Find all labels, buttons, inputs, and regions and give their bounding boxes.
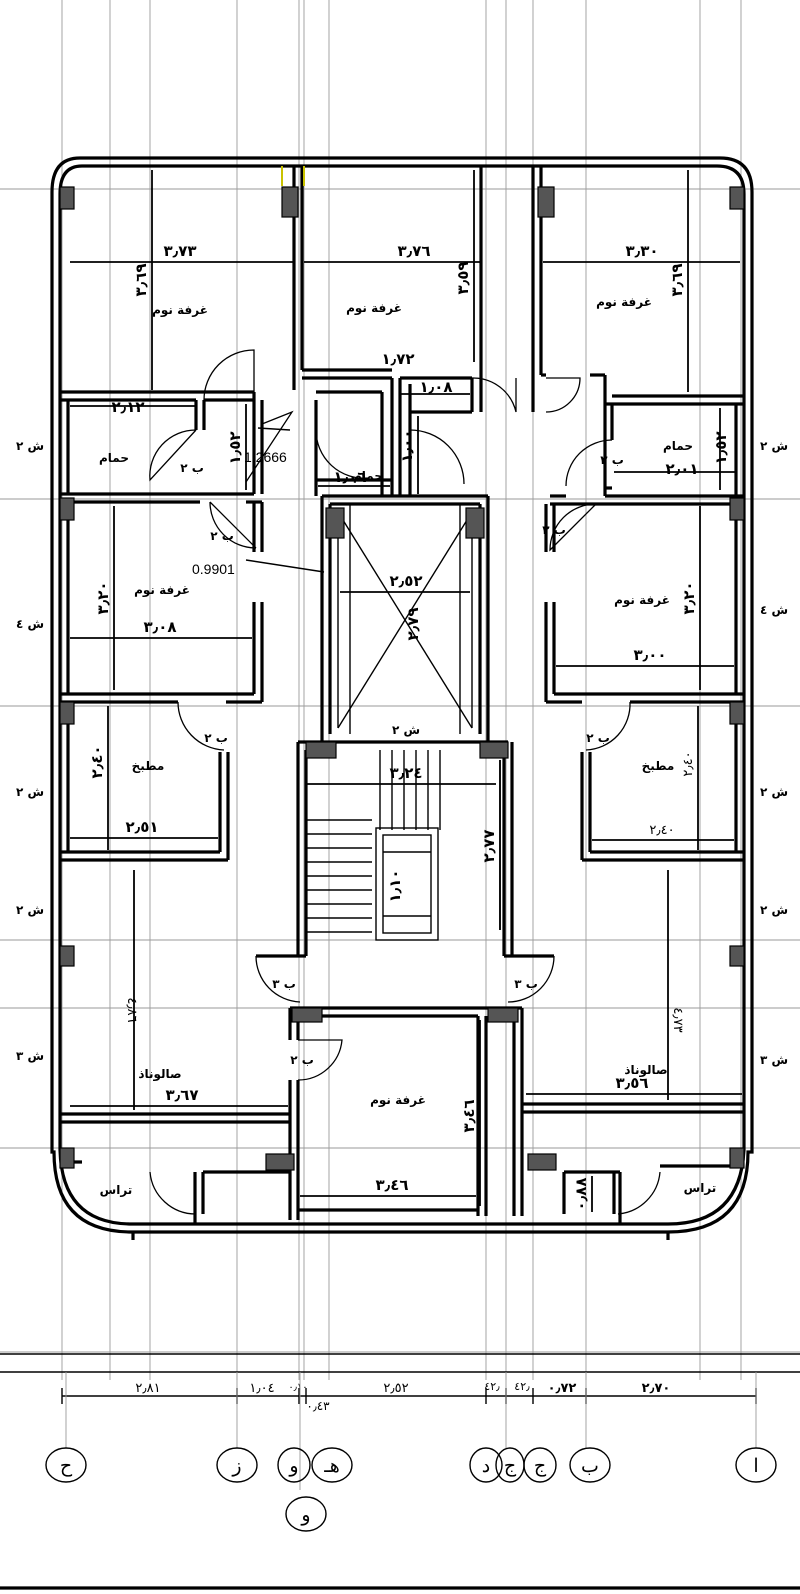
dim-bed-bottom-w: ٣٫٤٦ [375,1176,408,1194]
bottom-dim-7: ٤٢٫ [514,1380,530,1393]
dim-elevator-h: ٢٫٧٩ [404,607,422,640]
room-name-kitchen-left: مطبخ [132,759,165,773]
dim-bed-top-left-w: ٣٫٧٣ [163,242,196,260]
bottom-dim-6: ٤٢٫ [484,1380,500,1393]
dim-bed-mid-left-h: ٣٫٢٠ [94,581,112,614]
room-name-terrace-right: تراس [684,1181,717,1195]
axis-label-h: هـ [323,1455,340,1477]
room-name-bed-mid-left: غرفة نوم [134,583,190,598]
room-name-wc-mid: حمام [353,469,383,484]
room-name-bath-left: حمام [99,451,129,466]
axis-label-z: ز [231,1455,241,1477]
room-name-salon-left: صالوناذ [138,1067,181,1082]
window-tag: ش ٢ [16,785,44,799]
dim-salon-left-h: ٤٫٨٦ [124,997,139,1022]
axis-label-b: ب [581,1455,599,1477]
door-tag: ب ٢ [600,453,624,467]
window-tag: ش ٢ [760,903,788,917]
window-tag: ش ٤ [16,617,44,631]
dim-wc-mid-d: ١٫٠٠ [398,429,416,462]
elevator-window-label: ش ٢ [392,723,420,737]
dim-bed-top-left-h: ٣٫٦٩ [132,263,150,296]
bottom-dim-8: ٠٫٧٢ [548,1381,577,1396]
window-tag: ش ٢ [760,785,788,799]
axis-label-ha: ح [60,1455,73,1477]
window-tag: ش ٢ [16,439,44,453]
door-tag: ب ٢ [180,461,204,475]
room-name-salon-right: صالوناذ [624,1063,667,1078]
dim-bed-top-right-h: ٣٫٦٩ [668,263,686,296]
dim-kitchen-right-h: ٢٫٤٠ [681,751,696,776]
dim-stair-w: ٣٫٢٤ [389,764,422,782]
bottom-dim-1: ٢٫٨١ [135,1381,160,1396]
window-tag: ش ٢ [16,903,44,917]
axis-label-a: ا [753,1455,758,1477]
dim-kitchen-left-w: ٢٫٥١ [125,818,158,836]
door-tag: ب ٢ [586,731,610,745]
columns [59,186,745,1171]
axis-label-d: د [482,1455,490,1477]
room-name-terrace-left: تراس [100,1183,133,1197]
room-name-bed-bottom: غرفة نوم [370,1093,426,1108]
dim-salon-right-h: ٤٫٧٣ [670,1007,685,1032]
bottom-dim-9: ٢٫٧٠ [642,1381,671,1396]
window-tag: ش ٣ [16,1049,44,1063]
dim-salon-left-w: ٣٫٦٧ [165,1086,198,1104]
dim-bed-top-mid-d: ١٫٧٢ [381,350,414,368]
bottom-dim-4: ٠٫٤٣ [306,1399,330,1413]
door-tag: ب ٢ [542,523,566,537]
dim-kitchen-right-w: ٢٫٤٠ [649,823,674,838]
room-name-kitchen-right: مطبخ [642,759,675,773]
grid-lines [0,0,800,1380]
bottom-dimension-chain [0,1353,800,1404]
dim-bath-left-w: ٢٫١٢ [111,398,144,416]
dim-kitchen-left-h: ٢٫٤٠ [88,745,106,778]
bottom-dim-5: ٢٫٥٢ [383,1381,408,1396]
door-tag: ب ٢ [204,731,228,745]
dim-bed-top-mid-w: ٣٫٧٦ [397,242,430,260]
cad-readout-2: 0.9901 [192,561,235,577]
dim-stair-d: ١٫١٠ [386,869,404,902]
axis-bubbles [45,1372,777,1532]
room-name-bed-top-right: غرفة نوم [596,295,652,310]
dim-elevator-w: ٢٫٥٢ [389,572,422,590]
dim-bath-right-h: ١٫٥٢ [712,431,730,464]
door-tag: ب ٢ [210,529,234,543]
cad-readout-1: 1.2666 [244,449,287,465]
axis-label-c: ج [504,1455,517,1477]
axis-label-w2: و [300,1504,310,1526]
dim-wc-mid-h: ١٫٠٨ [419,378,452,396]
dim-bed-top-right-w: ٣٫٣٠ [625,242,658,260]
door-tag: ب ٣ [514,977,538,991]
room-name-bed-mid-right: غرفة نوم [614,593,670,608]
room-name-bed-top-left: غرفة نوم [152,303,208,318]
window-tag: ش ٢ [760,439,788,453]
dim-bed-bottom-h: ٣٫٤٦ [460,1099,478,1132]
dim-bed-mid-left-w: ٣٫٠٨ [143,618,176,636]
window-tag: ش ٤ [760,603,788,617]
door-swings [149,166,661,1215]
window-tag: ش ٣ [760,1053,788,1067]
dim-bath-right-w: ٢٫٠١ [665,460,698,478]
axis-label-c2: ج [534,1455,547,1477]
door-tag: ب ٣ [272,977,296,991]
dim-stair-h: ٢٫٧٧ [480,829,498,862]
axis-label-w: و [288,1455,298,1477]
dim-salon-right-w: ٣٫٥٦ [615,1074,648,1092]
dim-bed-mid-right-w: ٣٫٠٠ [633,646,666,664]
bottom-dim-2: ١٫٠٤ [249,1381,274,1396]
dim-wc-mid-w: ١٫٠٦ [333,468,366,486]
bottom-dim-3: ٠٫١٠ [288,1382,307,1393]
dim-terrace-right-d: ٠٫٨٨ [572,1177,590,1210]
room-name-bath-right: حمام [663,439,693,454]
room-name-bed-top-mid: غرفة نوم [346,301,402,316]
interior-walls [60,166,744,1224]
dim-bed-top-mid-h: ٣٫٥٩ [454,261,472,294]
dim-bed-mid-right-h: ٣٫٢٠ [680,581,698,614]
dim-bath-left-h: ١٫٥٢ [226,431,244,464]
dimension-lines [70,170,742,1212]
door-tag: ب ٢ [290,1053,314,1067]
